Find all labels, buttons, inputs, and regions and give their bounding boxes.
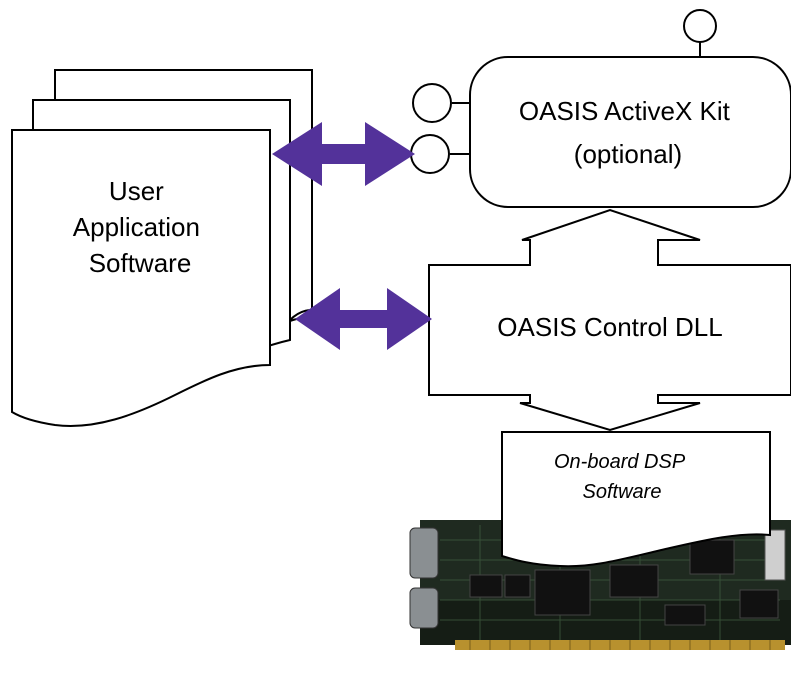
dsp-board-chip-3 xyxy=(689,539,735,575)
dsp-board-edge-connector xyxy=(455,640,785,650)
dsp-board-chip-4 xyxy=(469,574,503,598)
dsp-board-chip-2 xyxy=(609,564,659,598)
dsp-board-chip-6 xyxy=(739,589,779,619)
dsp-board-connector-bottom xyxy=(409,587,439,629)
activex-interface-circle-left-2 xyxy=(410,134,450,174)
dsp-board-connector-top xyxy=(409,527,439,579)
activex-interface-circle-top xyxy=(683,9,717,43)
activex-kit xyxy=(410,9,791,208)
dsp-board-header xyxy=(764,529,786,581)
user-app-label: User Application Software xyxy=(73,176,207,278)
dsp-software-label: On-board DSP Software xyxy=(554,451,690,503)
document-page-front xyxy=(11,129,271,427)
dsp-board xyxy=(409,520,791,650)
arrow-app-control-dll xyxy=(295,288,432,350)
dsp-board-edge-pins xyxy=(469,640,771,650)
dsp-board-chip-main xyxy=(534,569,591,616)
dsp-board-chip-7 xyxy=(664,604,706,626)
control-dll-label: OASIS Control DLL xyxy=(497,312,722,342)
activex-interface-circle-left-1 xyxy=(412,83,452,123)
control-dll-shape xyxy=(428,208,791,432)
dsp-board-shadow xyxy=(420,600,791,645)
dsp-board-chip-5 xyxy=(504,574,531,598)
activex-kit-box xyxy=(469,56,791,208)
user-application-docs xyxy=(11,69,319,427)
activex-kit-label: OASIS ActiveX Kit (optional) xyxy=(519,96,737,169)
dsp-software-doc xyxy=(501,431,771,568)
arrow-app-activex xyxy=(272,122,415,186)
